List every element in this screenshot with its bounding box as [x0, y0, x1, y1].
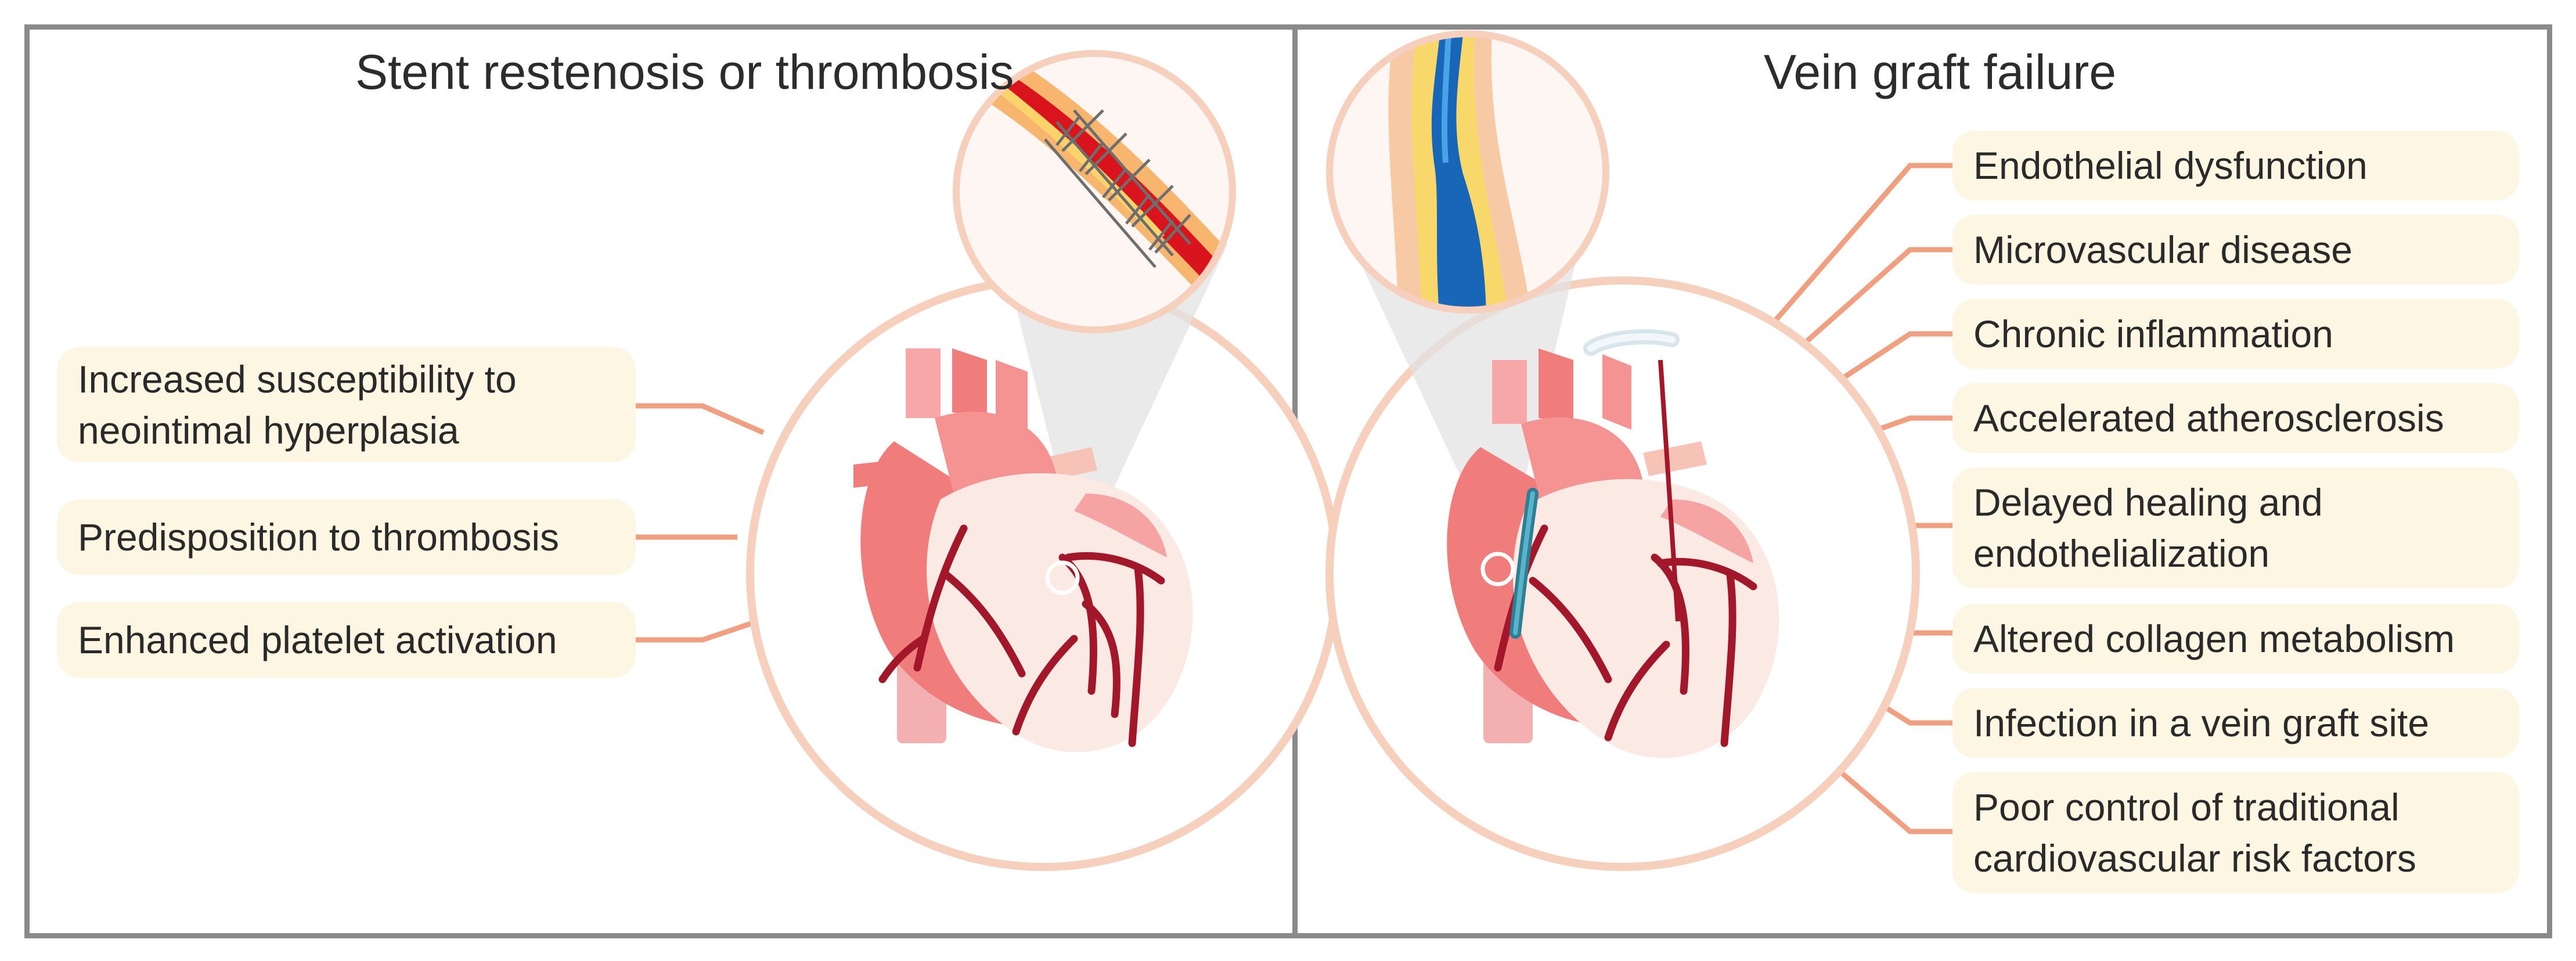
right-factor-6-label: Altered collagen metabolism [1973, 617, 2455, 660]
right-factor-6: Altered collagen metabolism [1952, 604, 2519, 674]
right-factor-2-label: Microvascular disease [1973, 228, 2352, 271]
left-factor-3: Enhanced platelet activation [57, 602, 636, 678]
right-factor-5-label: Delayed healing and endothelialization [1973, 481, 2323, 575]
right-factor-4: Accelerated atherosclerosis [1952, 383, 2519, 453]
vein-graft-icon [1388, 34, 1533, 310]
right-factor-4-label: Accelerated atherosclerosis [1973, 397, 2444, 440]
right-factor-8: Poor control of traditional cardiovascul… [1952, 772, 2519, 893]
right-factor-3-label: Chronic inflammation [1973, 312, 2333, 355]
right-factor-5: Delayed healing and endothelialization [1952, 467, 2519, 588]
right-heart-icon [1447, 329, 1779, 758]
left-factor-3-label: Enhanced platelet activation [78, 618, 557, 661]
stented-artery-icon [964, 53, 1233, 302]
right-factor-7: Infection in a vein graft site [1952, 688, 2519, 758]
left-factor-1: Increased susceptibility to neointimal h… [57, 347, 636, 462]
left-panel-title: Stent restenosis or thrombosis [355, 45, 1014, 99]
left-factor-2-label: Predisposition to thrombosis [78, 516, 560, 559]
right-factor-1-label: Endothelial dysfunction [1973, 144, 2368, 187]
left-connectors [636, 403, 765, 643]
right-factor-1: Endothelial dysfunction [1952, 131, 2519, 200]
left-factor-1-label: Increased susceptibility to neointimal h… [78, 358, 517, 452]
right-panel-title: Vein graft failure [1764, 45, 2117, 99]
right-factor-8-label: Poor control of traditional cardiovascul… [1973, 786, 2416, 880]
right-factor-2: Microvascular disease [1952, 215, 2519, 285]
right-factor-7-label: Infection in a vein graft site [1973, 701, 2430, 744]
right-factor-3: Chronic inflammation [1952, 299, 2519, 369]
left-factor-2: Predisposition to thrombosis [57, 499, 636, 575]
left-heart-icon [853, 348, 1193, 753]
